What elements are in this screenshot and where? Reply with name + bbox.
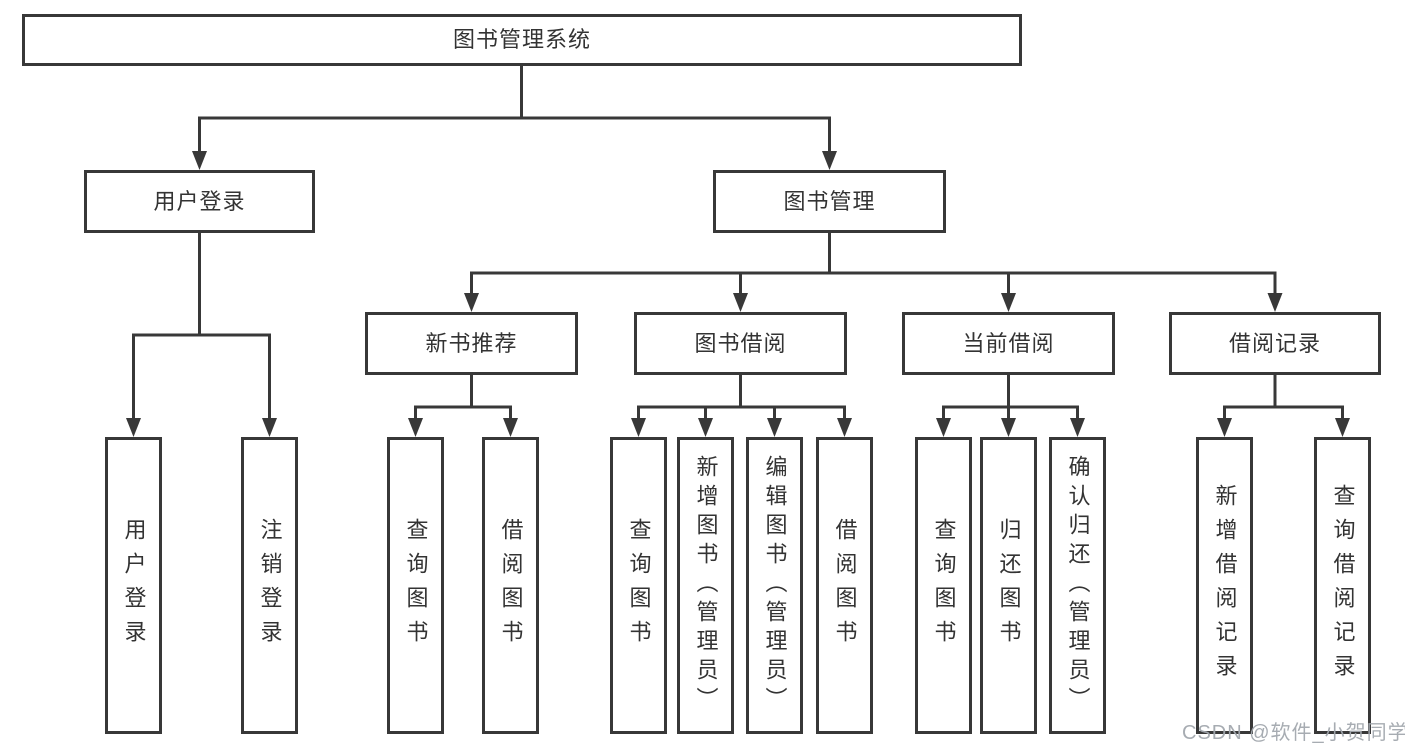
- leaf-query-books-3: 查询图书: [915, 437, 972, 734]
- leaf-query-borrow-record: 查询借阅记录: [1314, 437, 1371, 734]
- connector-user-login-branch: [126, 233, 277, 437]
- leaf-query-books-1-label: 查询图书: [403, 517, 429, 654]
- leaf-add-books-admin: 新增图书（管理员）: [677, 437, 734, 734]
- leaf-user-login: 用户登录: [105, 437, 162, 734]
- node-borrow-records: 借阅记录: [1169, 312, 1381, 375]
- leaf-edit-books-admin: 编辑图书（管理员）: [746, 437, 803, 734]
- leaf-add-borrow-record: 新增借阅记录: [1196, 437, 1253, 734]
- leaf-borrow-books-1-label: 借阅图书: [498, 517, 524, 654]
- leaf-return-books-label: 归还图书: [996, 517, 1022, 654]
- node-library-management-system: 图书管理系统: [22, 14, 1022, 66]
- connector-new-book-branch: [408, 375, 518, 437]
- node-book-borrow: 图书借阅: [634, 312, 847, 375]
- leaf-confirm-return-admin-label: 确认归还（管理员）: [1065, 455, 1091, 716]
- leaf-user-login-label: 用户登录: [121, 517, 147, 654]
- node-book-management: 图书管理: [713, 170, 946, 233]
- leaf-logout: 注销登录: [241, 437, 298, 734]
- watermark-text: CSDN @软件_小贺同学: [1182, 722, 1405, 744]
- node-user-login: 用户登录: [84, 170, 315, 233]
- leaf-query-books-2-label: 查询图书: [626, 517, 652, 654]
- leaf-borrow-books-2: 借阅图书: [816, 437, 873, 734]
- leaf-borrow-books-1: 借阅图书: [482, 437, 539, 734]
- leaf-query-borrow-record-label: 查询借阅记录: [1330, 483, 1356, 688]
- connector-borrow-records-branch: [1217, 375, 1350, 437]
- leaf-logout-label: 注销登录: [257, 517, 283, 654]
- leaf-add-borrow-record-label: 新增借阅记录: [1212, 483, 1238, 688]
- leaf-query-books-2: 查询图书: [610, 437, 667, 734]
- leaf-query-books-3-label: 查询图书: [931, 517, 957, 654]
- connector-current-borrow-branch: [936, 375, 1085, 437]
- connector-book-borrow-branch: [631, 375, 852, 437]
- leaf-query-books-1: 查询图书: [387, 437, 444, 734]
- node-new-book-recommend: 新书推荐: [365, 312, 578, 375]
- leaf-return-books: 归还图书: [980, 437, 1037, 734]
- leaf-add-books-admin-label: 新增图书（管理员）: [693, 455, 719, 716]
- leaf-confirm-return-admin: 确认归还（管理员）: [1049, 437, 1106, 734]
- connector-book-mgmt-branch: [464, 233, 1283, 312]
- leaf-edit-books-admin-label: 编辑图书（管理员）: [762, 455, 788, 716]
- leaf-borrow-books-2-label: 借阅图书: [832, 517, 858, 654]
- connector-root-to-level1: [192, 66, 837, 170]
- node-current-borrow: 当前借阅: [902, 312, 1115, 375]
